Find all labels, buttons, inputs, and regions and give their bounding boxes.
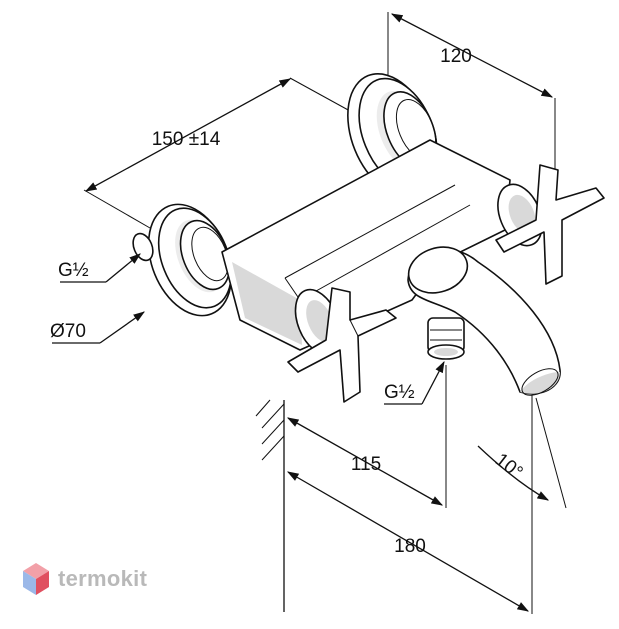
angle-10-label: 10°: [491, 449, 527, 483]
callout-g-outlet: G½: [384, 360, 445, 405]
dimension-120: 120: [387, 12, 556, 170]
callout-diameter-label: Ø70: [50, 321, 86, 342]
wall-hatching: [255, 399, 285, 612]
callout-diameter: Ø70: [50, 311, 145, 344]
spout: [407, 246, 561, 396]
brand-name: termokit: [58, 566, 148, 591]
dimension-115-label: 115: [351, 454, 381, 475]
callout-g-left-label: G½: [58, 260, 89, 281]
dimension-150-label: 150 ±14: [152, 129, 221, 150]
dimension-180-label: 180: [394, 536, 426, 557]
cross-handle-left: [287, 287, 397, 403]
brand-logo: termokit: [22, 562, 147, 596]
callout-g-outlet-label: G½: [384, 382, 415, 403]
angle-10: 10°: [477, 397, 567, 509]
dimension-115: 115: [286, 365, 447, 508]
callout-g-left: G½: [58, 253, 141, 283]
brand-logo-icon: [23, 563, 49, 595]
dimension-180: 180: [286, 395, 533, 614]
dimension-120-label: 120: [440, 46, 472, 67]
cross-handle-right: [495, 164, 605, 285]
outlet-nipple: [427, 317, 465, 360]
left-rosette: [132, 203, 233, 317]
dimension-150: 150 ±14: [83, 77, 371, 229]
